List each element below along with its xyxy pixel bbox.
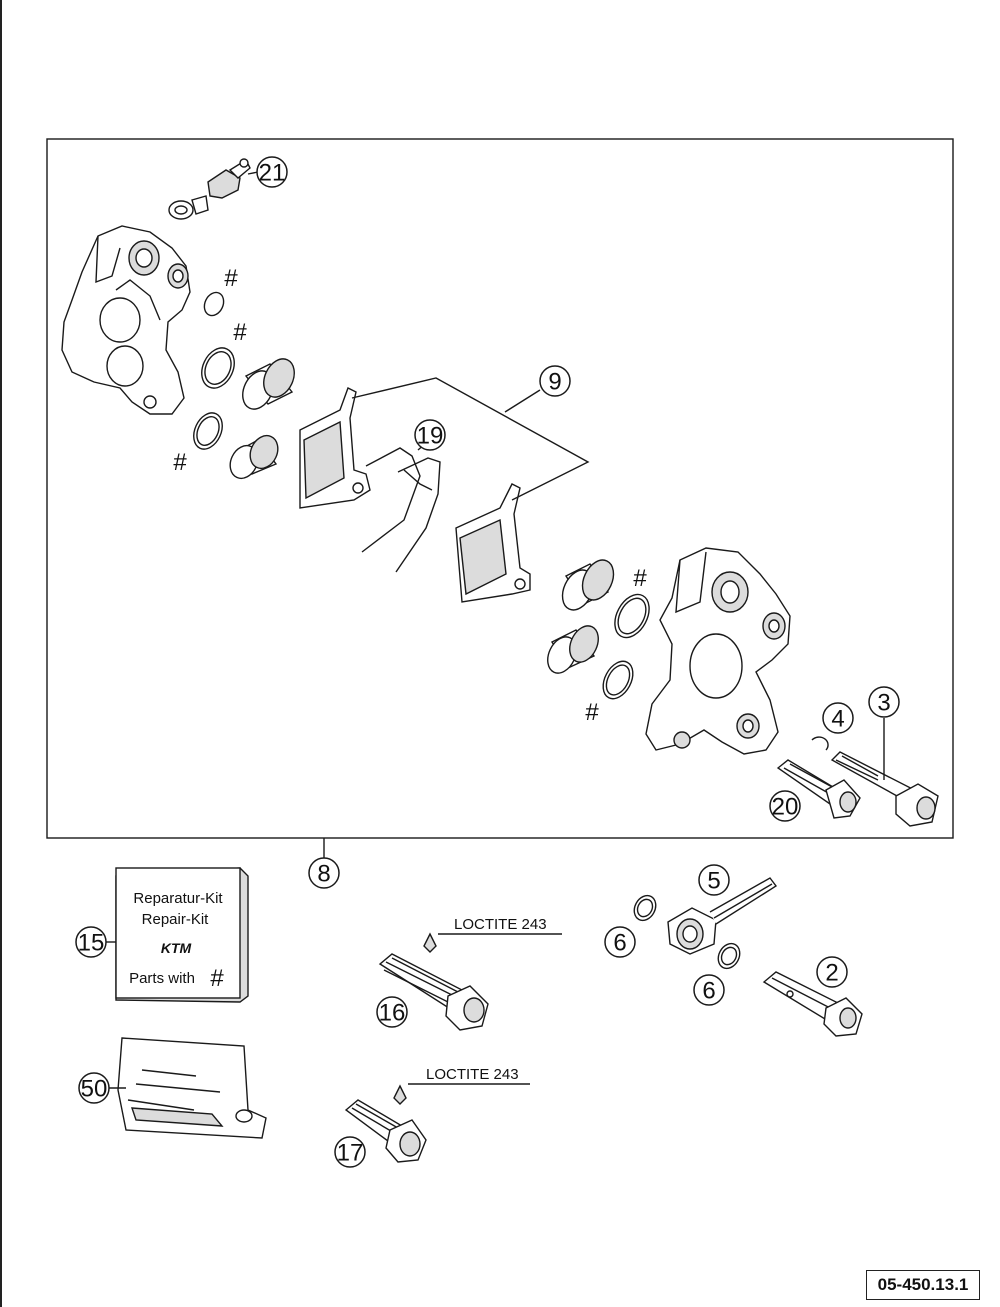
svg-text:2: 2 [825, 960, 838, 987]
seal-ring [201, 347, 235, 389]
svg-text:21: 21 [259, 160, 286, 187]
brake-pad-right [455, 483, 531, 603]
svg-text:3: 3 [877, 690, 890, 717]
repair-kit-label-en: Repair-Kit [142, 911, 210, 928]
svg-text:8: 8 [317, 861, 330, 888]
svg-text:50: 50 [81, 1076, 108, 1103]
hash-mark: # [210, 965, 224, 992]
callout-17: 17 [334, 1136, 366, 1168]
caliper-half-right [645, 547, 791, 755]
repair-kit-box: Reparatur-Kit Repair-Kit KTM Parts with … [115, 867, 249, 1003]
repair-kit-parts-label: Parts with [129, 970, 195, 987]
seal-ring [614, 593, 650, 639]
seal-ring [203, 291, 225, 317]
callout-21: 21 [256, 156, 288, 188]
repair-kit-label-de: Reparatur-Kit [133, 890, 223, 907]
loctite-drop [393, 1084, 407, 1105]
hash-mark: # [585, 699, 599, 726]
callout-20: 20 [769, 790, 801, 822]
caliper-half-left [61, 225, 191, 415]
loctite-label: LOCTITE 243 [426, 1066, 519, 1083]
caliper-bolt-17 [344, 1099, 427, 1163]
callout-4: 4 [822, 702, 854, 734]
svg-text:5: 5 [707, 868, 720, 895]
mounting-bolt [776, 759, 861, 819]
callout-6-lower: 6 [693, 974, 725, 1006]
loctite-label: LOCTITE 243 [454, 916, 547, 933]
callout-50: 50 [78, 1072, 110, 1104]
callout-5: 5 [698, 864, 730, 896]
svg-text:6: 6 [702, 978, 715, 1005]
page-left-border [0, 0, 2, 1307]
piston [229, 434, 279, 480]
seal-ring [602, 660, 634, 700]
banjo-bolt [762, 971, 863, 1037]
assembly-frame [46, 138, 954, 839]
piston [242, 358, 295, 410]
svg-text:9: 9 [548, 369, 561, 396]
callout-8: 8 [308, 857, 340, 889]
hash-mark: # [233, 319, 247, 346]
callout-6-upper: 6 [604, 926, 636, 958]
drawing-number: 05-450.13.1 [866, 1270, 980, 1300]
svg-text:16: 16 [379, 1000, 406, 1027]
callout-3: 3 [868, 686, 900, 718]
callout-15: 15 [75, 926, 107, 958]
piston [561, 559, 615, 611]
bleed-screw [168, 158, 251, 220]
caliper-bolt-16 [378, 953, 489, 1031]
pad-spring [361, 447, 441, 573]
circlip [811, 736, 829, 751]
loctite-drop [423, 932, 437, 953]
svg-text:6: 6 [613, 930, 626, 957]
hash-mark: # [224, 265, 238, 292]
parts-bag [117, 1037, 267, 1139]
callout-19: 19 [414, 419, 446, 451]
svg-text:17: 17 [337, 1140, 364, 1167]
sealing-washer [717, 942, 741, 970]
piston [547, 625, 599, 674]
callout-2: 2 [816, 956, 848, 988]
brand-logo: KTM [161, 940, 192, 956]
svg-text:20: 20 [772, 794, 799, 821]
seal-ring [193, 412, 223, 450]
hash-mark: # [173, 449, 187, 476]
brake-pad-left [299, 387, 371, 509]
brake-line-banjo [667, 877, 778, 955]
hash-mark: # [633, 565, 647, 592]
svg-text:19: 19 [417, 423, 444, 450]
callout-9: 9 [539, 365, 571, 397]
svg-text:4: 4 [831, 706, 844, 733]
callout-16: 16 [376, 996, 408, 1028]
pad-pin [830, 751, 939, 827]
sealing-washer [633, 894, 657, 922]
svg-text:15: 15 [78, 930, 105, 957]
